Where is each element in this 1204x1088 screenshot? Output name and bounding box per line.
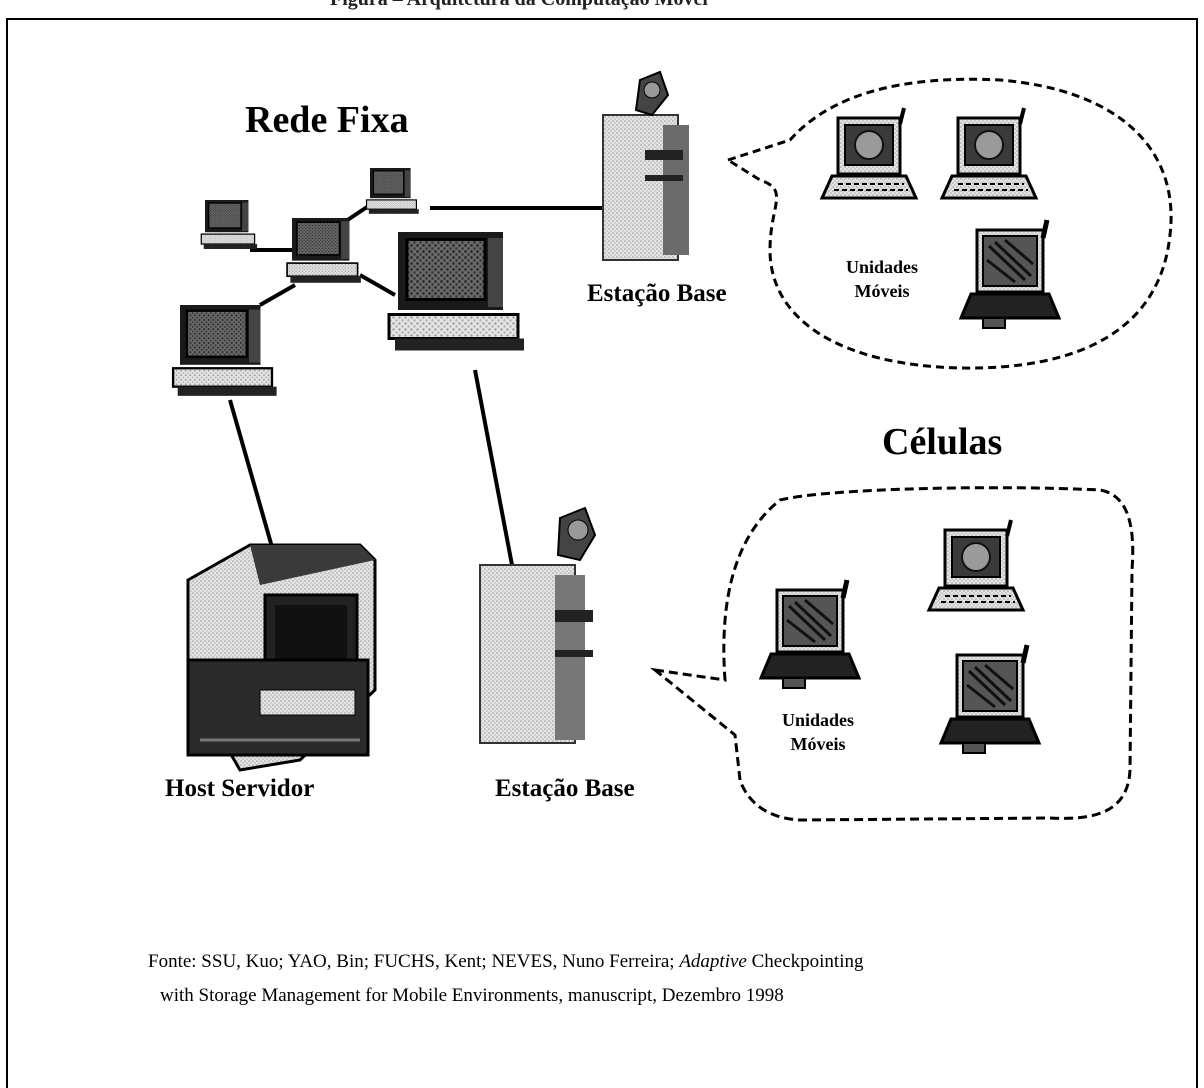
source-italic: Adaptive bbox=[679, 951, 747, 972]
label-rede-fixa: Rede Fixa bbox=[245, 98, 409, 142]
laptop-bottom-2 bbox=[929, 520, 1023, 610]
label-estacao-base-top: Estação Base bbox=[587, 280, 727, 308]
label-unidades-bottom-line1: Unidades bbox=[768, 708, 868, 732]
label-unidades-bottom-line2: Móveis bbox=[768, 732, 868, 756]
label-unidades-top-line1: Unidades bbox=[832, 255, 932, 279]
label-unidades-moveis-top: Unidades Móveis bbox=[832, 255, 932, 303]
laptop-bottom-3 bbox=[941, 645, 1039, 753]
laptop-top-3 bbox=[961, 220, 1059, 328]
source-suffix: Checkpointing bbox=[747, 951, 864, 972]
pc-4 bbox=[173, 305, 277, 396]
source-prefix: Fonte: SSU, Kuo; YAO, Bin; FUCHS, Kent; … bbox=[148, 951, 679, 972]
label-unidades-top-line2: Móveis bbox=[832, 279, 932, 303]
source-line-1: Fonte: SSU, Kuo; YAO, Bin; FUCHS, Kent; … bbox=[148, 945, 863, 979]
laptop-top-2 bbox=[942, 108, 1036, 198]
laptop-bottom-1 bbox=[761, 580, 859, 688]
label-estacao-base-bottom: Estação Base bbox=[495, 775, 635, 803]
pc-3 bbox=[287, 218, 361, 283]
cell-bubble-bottom bbox=[655, 488, 1133, 820]
base-station-bottom bbox=[480, 508, 595, 743]
label-unidades-moveis-bottom: Unidades Móveis bbox=[768, 708, 868, 756]
pc-5 bbox=[389, 232, 524, 351]
source-line-2: with Storage Management for Mobile Envir… bbox=[160, 979, 784, 1013]
base-station-top bbox=[603, 72, 689, 260]
label-celulas: Células bbox=[882, 420, 1002, 464]
cell-bubble-top bbox=[728, 79, 1171, 368]
laptop-top-1 bbox=[822, 108, 916, 198]
pc-1 bbox=[201, 200, 257, 249]
label-host-servidor: Host Servidor bbox=[165, 775, 314, 803]
pc-2 bbox=[367, 168, 419, 214]
host-server bbox=[188, 545, 375, 770]
